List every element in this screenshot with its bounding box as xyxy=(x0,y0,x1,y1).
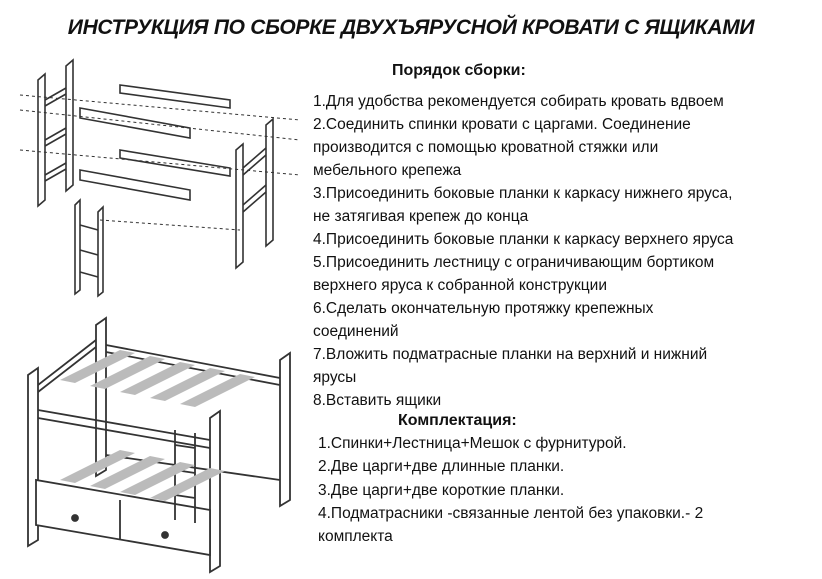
assembly-line: 5.Присоединить лестницу с ограничивающим… xyxy=(313,254,715,271)
kit-line: 2.Две царги+две длинные планки. xyxy=(318,458,565,475)
page-title: ИНСТРУКЦИЯ ПО СБОРКЕ ДВУХЪЯРУСНОЙ КРОВАТ… xyxy=(67,16,755,39)
right-headboard xyxy=(235,117,274,270)
assembly-line: 7.Вложить подматрасные планки на верхний… xyxy=(313,346,708,363)
kit-line: 4.Подматрасники -связанные лентой без уп… xyxy=(318,505,704,522)
assembly-line: не затягивая крепеж до конца xyxy=(313,208,529,225)
assembly-line: верхнего яруса к собранной конструкции xyxy=(313,277,608,294)
assembly-line: 1.Для удобства рекомендуется собирать кр… xyxy=(313,93,724,110)
assembly-line: производится с помощью кроватной стяжки … xyxy=(313,139,659,156)
assembly-line: 3.Присоединить боковые планки к каркасу … xyxy=(313,185,733,202)
assembly-line: 6.Сделать окончательную протяжку крепежн… xyxy=(313,300,654,317)
assembly-line: 8.Вставить ящики xyxy=(313,392,442,409)
assembly-line: 2.Соединить спинки кровати с царгами. Со… xyxy=(313,116,691,133)
assembly-heading: Порядок сборки: xyxy=(392,62,526,79)
assembly-line: ярусы xyxy=(313,369,357,386)
kit-line: 1.Спинки+Лестница+Мешок с фурнитурой. xyxy=(318,435,627,452)
kit-line: 3.Две царги+две короткие планки. xyxy=(318,482,565,499)
assembly-line: соединений xyxy=(313,323,399,340)
assembly-line: 4.Присоединить боковые планки к каркасу … xyxy=(313,231,734,248)
left-headboard xyxy=(37,58,74,208)
assembly-line: мебельного крепежа xyxy=(313,162,462,179)
ladder xyxy=(74,198,104,298)
kit-line: комплекта xyxy=(318,528,393,545)
kit-heading: Комплектация: xyxy=(398,412,517,429)
rails xyxy=(79,84,231,201)
